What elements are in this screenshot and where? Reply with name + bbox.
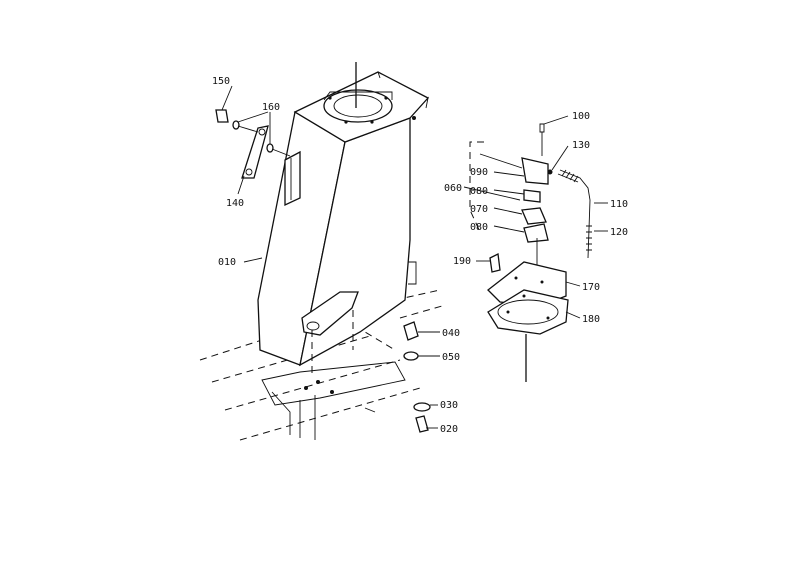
label-030: 030	[440, 400, 458, 411]
label-180: 180	[582, 314, 600, 325]
label-080-upper: 080	[470, 186, 488, 197]
label-090: 090	[470, 167, 488, 178]
label-010: 010	[218, 257, 236, 268]
label-120: 120	[610, 227, 628, 238]
label-140: 140	[226, 198, 244, 209]
label-110: 110	[610, 199, 628, 210]
label-040: 040	[442, 328, 460, 339]
label-190: 190	[453, 256, 471, 267]
label-020: 020	[440, 424, 458, 435]
strap-hardware	[215, 109, 291, 179]
label-100: 100	[572, 111, 590, 122]
mounting-bolts	[403, 321, 431, 433]
tank-body	[257, 62, 430, 375]
leader-lines	[221, 85, 608, 429]
label-160: 160	[262, 102, 280, 113]
sender-unit	[469, 123, 592, 382]
label-070: 070	[470, 204, 488, 215]
label-060: 060	[444, 183, 462, 194]
label-130: 130	[572, 140, 590, 151]
label-080-lower: 080	[470, 222, 488, 233]
label-150: 150	[212, 76, 230, 87]
label-050: 050	[442, 352, 460, 363]
label-170: 170	[582, 282, 600, 293]
